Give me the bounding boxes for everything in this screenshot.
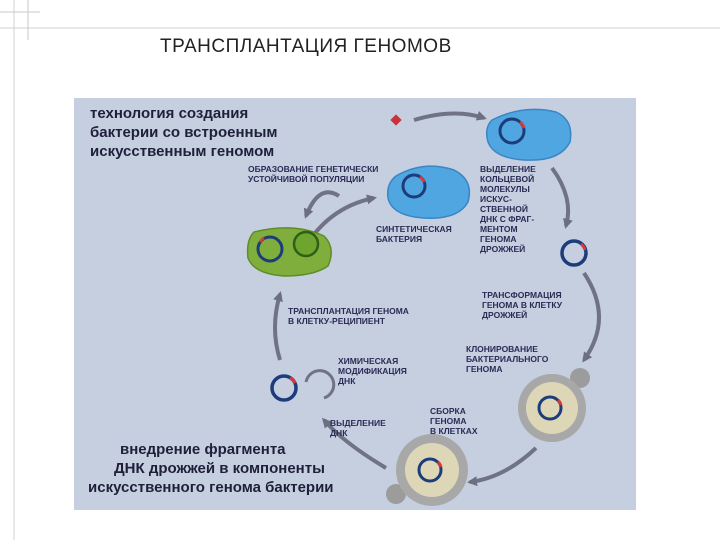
label-line: МОДИФИКАЦИЯ <box>338 366 407 376</box>
label-transformation: ТРАНСФОРМАЦИЯ ГЕНОМА В КЛЕТКУ ДРОЖЖЕЙ <box>482 290 562 320</box>
cycle-diagram <box>246 108 601 506</box>
arrow-bottom-left <box>322 417 388 470</box>
yeast-cell-assembly <box>386 434 468 506</box>
header-line: бактерии со встроенным <box>90 124 278 141</box>
label-line: ГЕНОМА В КЛЕТКУ <box>482 300 563 310</box>
label-line: ДРОЖЖЕЙ <box>482 310 528 320</box>
label-line: ВЫДЕЛЕНИЕ <box>330 418 386 428</box>
label-line: БАКТЕРИЯ <box>376 234 423 244</box>
arrow-green <box>303 190 341 219</box>
label-synthetic: СИНТЕТИЧЕСКАЯ БАКТЕРИЯ <box>376 224 452 244</box>
label-line: БАКТЕРИАЛЬНОГО <box>466 354 549 364</box>
label-line: В КЛЕТКУ-РЕЦИПИЕНТ <box>288 316 385 326</box>
diagram-panel: технология создания бактерии со встроенн… <box>74 98 636 510</box>
arrow-left-lower <box>273 291 283 361</box>
dna-rings-modification <box>270 369 336 402</box>
arrow-right-upper <box>550 166 573 229</box>
slide-title: ТРАНСПЛАНТАЦИЯ ГЕНОМОВ <box>160 36 452 57</box>
yeast-cell-blue-top <box>485 108 572 161</box>
header-text: технология создания бактерии со встроенн… <box>90 104 277 161</box>
yeast-cell-blue-population <box>386 165 471 219</box>
label-population: ОБРАЗОВАНИЕ ГЕНЕТИЧЕСКИ УСТОЙЧИВОЙ ПОПУЛ… <box>248 164 378 184</box>
label-assembly: СБОРКА ГЕНОМА В КЛЕТКАХ <box>430 406 478 436</box>
label-line: ДНК С ФРАГ- <box>480 214 535 224</box>
footer-line: ДНК дрожжей в компоненты <box>114 460 325 477</box>
label-line: МЕНТОМ <box>480 224 518 234</box>
dna-ring-right <box>560 239 588 267</box>
yeast-cell-cloning <box>518 368 590 442</box>
label-dna-isolation: ВЫДЕЛЕНИЕ ДНК <box>330 418 386 438</box>
arrow-right-lower <box>582 271 601 363</box>
dna-fragment-diamond <box>390 114 402 126</box>
label-line: СТВЕННОЙ <box>480 204 528 214</box>
label-line: ХИМИЧЕСКАЯ <box>338 356 399 366</box>
label-line: КЛОНИРОВАНИЕ <box>466 344 538 354</box>
label-line: МОЛЕКУЛЫ <box>480 184 530 194</box>
label-chemical: ХИМИЧЕСКАЯ МОДИФИКАЦИЯ ДНК <box>338 356 407 386</box>
footer-line: внедрение фрагмента <box>120 441 286 458</box>
label-line: ВЫДЕЛЕНИЕ <box>480 164 536 174</box>
header-line: технология создания <box>90 105 249 122</box>
label-line: УСТОЙЧИВОЙ ПОПУЛЯЦИИ <box>248 174 365 184</box>
label-line: ГЕНОМА <box>466 364 503 374</box>
arrow-bottom-right <box>467 446 538 487</box>
label-transplant: ТРАНСПЛАНТАЦИЯ ГЕНОМА В КЛЕТКУ-РЕЦИПИЕНТ <box>288 306 409 326</box>
label-line: ТРАНСФОРМАЦИЯ <box>482 290 562 300</box>
header-line: искусственным геномом <box>90 143 275 160</box>
footer-text: внедрение фрагмента ДНК дрожжей в компон… <box>88 440 424 497</box>
label-line: СИНТЕТИЧЕСКАЯ <box>376 224 452 234</box>
label-isolation: ВЫДЕЛЕНИЕ КОЛЬЦЕВОЙ МОЛЕКУЛЫ ИСКУС- СТВЕ… <box>480 164 536 254</box>
label-line: ИСКУС- <box>480 194 512 204</box>
label-line: ТРАНСПЛАНТАЦИЯ ГЕНОМА <box>288 306 409 316</box>
label-line: КОЛЬЦЕВОЙ <box>480 174 535 184</box>
label-line: ОБРАЗОВАНИЕ ГЕНЕТИЧЕСКИ <box>248 164 379 174</box>
label-cloning: КЛОНИРОВАНИЕ БАКТЕРИАЛЬНОГО ГЕНОМА <box>466 344 548 374</box>
arrow-top <box>413 111 487 122</box>
label-line: ДНК <box>338 376 356 386</box>
label-line: В КЛЕТКАХ <box>430 426 478 436</box>
label-line: ГЕНОМА <box>480 234 517 244</box>
label-line: ДРОЖЖЕЙ <box>480 244 526 254</box>
footer-line: искусственного генома бактерии <box>88 479 334 496</box>
label-line: ГЕНОМА <box>430 416 467 426</box>
label-line: СБОРКА <box>430 406 466 416</box>
label-line: ДНК <box>330 428 348 438</box>
synthetic-bacteria-green <box>246 227 332 277</box>
